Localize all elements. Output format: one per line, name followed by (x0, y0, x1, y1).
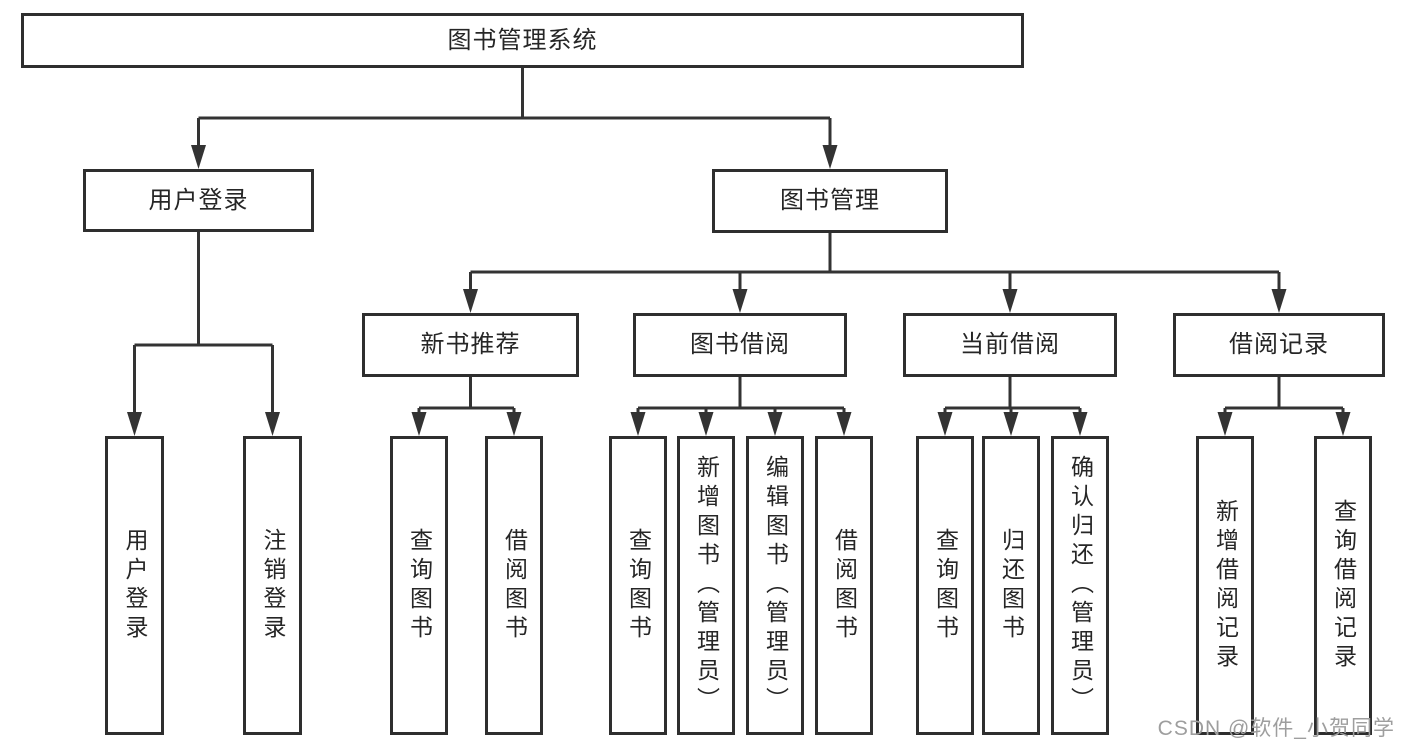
node-current-query-books: 查询图书 (916, 436, 974, 735)
arrowhead-down-icon (937, 412, 953, 436)
arrowhead-down-icon (767, 412, 783, 436)
arrowhead-down-icon (1217, 412, 1233, 436)
node-user-login-module: 用户登录 (83, 169, 314, 232)
arrowhead-down-icon (463, 289, 478, 313)
node-recommend-borrow-books: 借阅图书 (485, 436, 543, 735)
node-borrow-borrow-books: 借阅图书 (815, 436, 873, 735)
node-current-borrowing: 当前借阅 (903, 313, 1117, 377)
arrowhead-down-icon (698, 412, 714, 436)
arrowhead-down-icon (630, 412, 646, 436)
arrowhead-down-icon (1002, 289, 1018, 313)
arrowhead-down-icon (506, 412, 522, 436)
arrowhead-down-icon (1335, 412, 1351, 436)
node-user-login: 用户登录 (105, 436, 164, 735)
node-new-book-recommend: 新书推荐 (362, 313, 579, 377)
arrowhead-down-icon (127, 412, 142, 436)
arrowhead-down-icon (836, 412, 852, 436)
arrowhead-down-icon (191, 145, 206, 169)
node-records-add-record: 新增借阅记录 (1196, 436, 1254, 735)
node-current-return-books: 归还图书 (982, 436, 1040, 735)
arrowhead-down-icon (411, 412, 427, 436)
node-borrow-query-books: 查询图书 (609, 436, 667, 735)
arrowhead-down-icon (265, 412, 280, 436)
arrowhead-down-icon (1003, 412, 1019, 436)
node-borrow-edit-books-admin: 编辑图书（管理员） (746, 436, 804, 735)
arrowhead-down-icon (822, 145, 838, 169)
node-logout: 注销登录 (243, 436, 302, 735)
node-library-management-system: 图书管理系统 (21, 13, 1024, 68)
node-book-borrowing: 图书借阅 (633, 313, 847, 377)
watermark: CSDN @软件_小贺同学 (1157, 717, 1395, 740)
node-book-management: 图书管理 (712, 169, 948, 233)
node-recommend-query-books: 查询图书 (390, 436, 448, 735)
arrowhead-down-icon (732, 289, 748, 313)
node-records-query-record: 查询借阅记录 (1314, 436, 1372, 735)
node-borrow-add-books-admin: 新增图书（管理员） (677, 436, 735, 735)
node-current-confirm-return-admin: 确认归还（管理员） (1051, 436, 1109, 735)
arrowhead-down-icon (1072, 412, 1088, 436)
node-borrowing-records: 借阅记录 (1173, 313, 1385, 377)
arrowhead-down-icon (1271, 289, 1287, 313)
